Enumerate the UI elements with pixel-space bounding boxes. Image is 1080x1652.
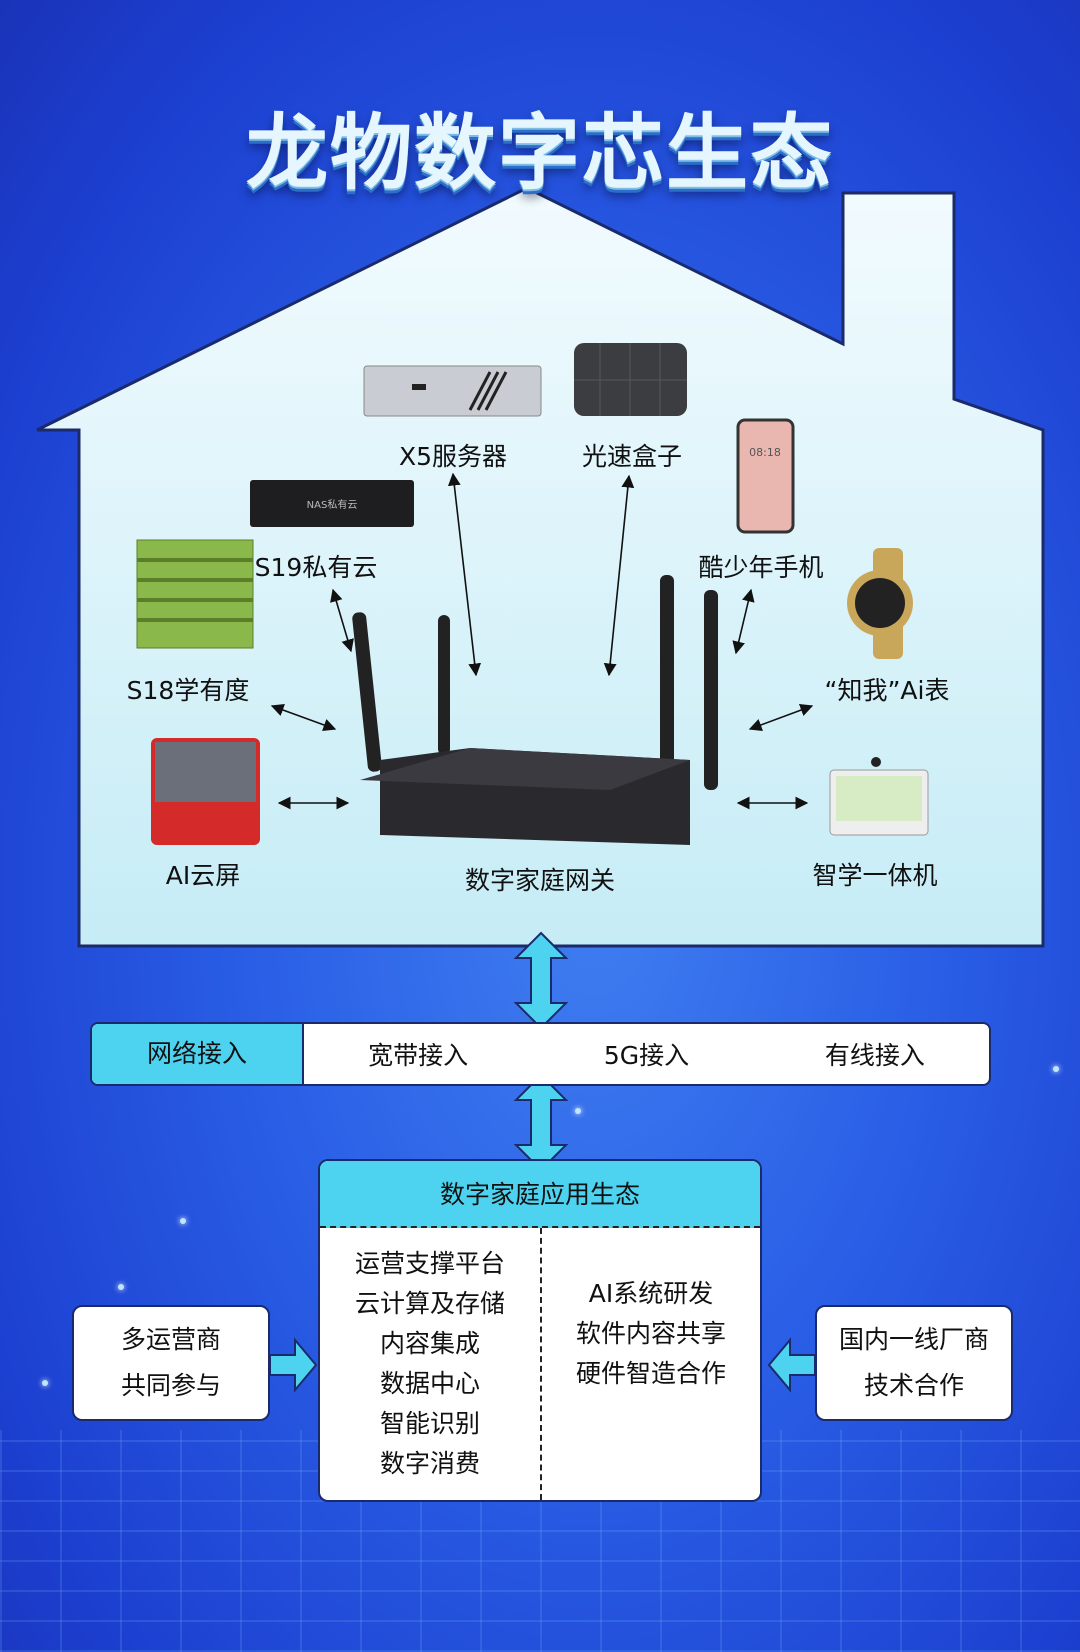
list-item: 硬件智造合作 — [575, 1359, 726, 1388]
watch-image — [847, 548, 913, 659]
link-s18 — [270, 703, 337, 732]
ecosystem-header: 数字家庭应用生态 — [320, 1161, 760, 1228]
option-broadband: 宽带接入 — [368, 1041, 469, 1070]
arrow-right-icon — [269, 1337, 318, 1393]
operators-line1: 多运营商 — [120, 1325, 221, 1354]
ai-screen-image — [151, 738, 260, 845]
option-5g: 5G接入 — [603, 1041, 690, 1070]
ecosystem-left-list: 运营支撑平台 云计算及存储 内容集成 数据中心 智能识别 数字消费 — [320, 1228, 542, 1500]
gateway-router-image — [352, 575, 718, 845]
list-item: 内容集成 — [379, 1329, 480, 1358]
link-s19 — [330, 588, 354, 653]
double-arrow-network-ecosystem — [513, 1073, 569, 1172]
network-access-bar: 网络接入 宽带接入 5G接入 有线接入 — [90, 1022, 991, 1086]
learning-machine-image — [829, 757, 929, 836]
label-learning-machine: 智学一体机 — [812, 861, 938, 890]
link-box — [603, 474, 635, 677]
label-watch: “知我”Ai表 — [824, 676, 950, 705]
manufacturers-line2: 技术合作 — [863, 1371, 964, 1400]
link-watch — [748, 704, 814, 731]
label-phone: 酷少年手机 — [698, 553, 824, 582]
list-item: 运营支撑平台 — [354, 1249, 505, 1278]
list-item: 云计算及存储 — [354, 1289, 505, 1318]
option-wired: 有线接入 — [824, 1041, 925, 1070]
manufacturers-box: 国内一线厂商 技术合作 — [815, 1305, 1013, 1421]
link-phone — [732, 588, 755, 655]
label-light-box: 光速盒子 — [581, 442, 683, 471]
s18-image — [136, 539, 254, 649]
label-gateway: 数字家庭网关 — [464, 866, 616, 895]
list-item: 软件内容共享 — [575, 1319, 726, 1348]
ecosystem-right-list: AI系统研发 软件内容共享 硬件智造合作 — [542, 1228, 760, 1500]
light-box-image — [574, 343, 687, 416]
link-x5 — [447, 472, 482, 677]
network-access-label: 网络接入 — [92, 1024, 304, 1084]
list-item: 智能识别 — [379, 1409, 480, 1438]
label-x5-server: X5服务器 — [398, 442, 508, 471]
house-shape — [36, 186, 1045, 948]
page-title: 龙物数字芯生态 — [245, 106, 834, 201]
ecosystem-box: 数字家庭应用生态 运营支撑平台 云计算及存储 内容集成 数据中心 智能识别 数字… — [318, 1159, 762, 1502]
operators-line2: 共同参与 — [120, 1371, 221, 1400]
manufacturers-line1: 国内一线厂商 — [838, 1325, 989, 1354]
phone-image: 08:18 — [736, 418, 795, 534]
s19-image: NAS私有云 — [250, 480, 414, 527]
label-ai-screen: AI云屏 — [165, 861, 241, 890]
list-item: 数据中心 — [379, 1369, 480, 1398]
label-s18: S18学有度 — [126, 676, 250, 705]
x5-server-image — [363, 365, 542, 417]
operators-box: 多运营商 共同参与 — [72, 1305, 270, 1421]
list-item: AI系统研发 — [588, 1279, 714, 1308]
svg-text:08:18: 08:18 — [749, 446, 781, 459]
nas-label: NAS私有云 — [307, 498, 358, 511]
label-s19: S19私有云 — [254, 553, 378, 582]
arrow-left-icon — [767, 1337, 816, 1393]
list-item: 数字消费 — [379, 1449, 480, 1478]
